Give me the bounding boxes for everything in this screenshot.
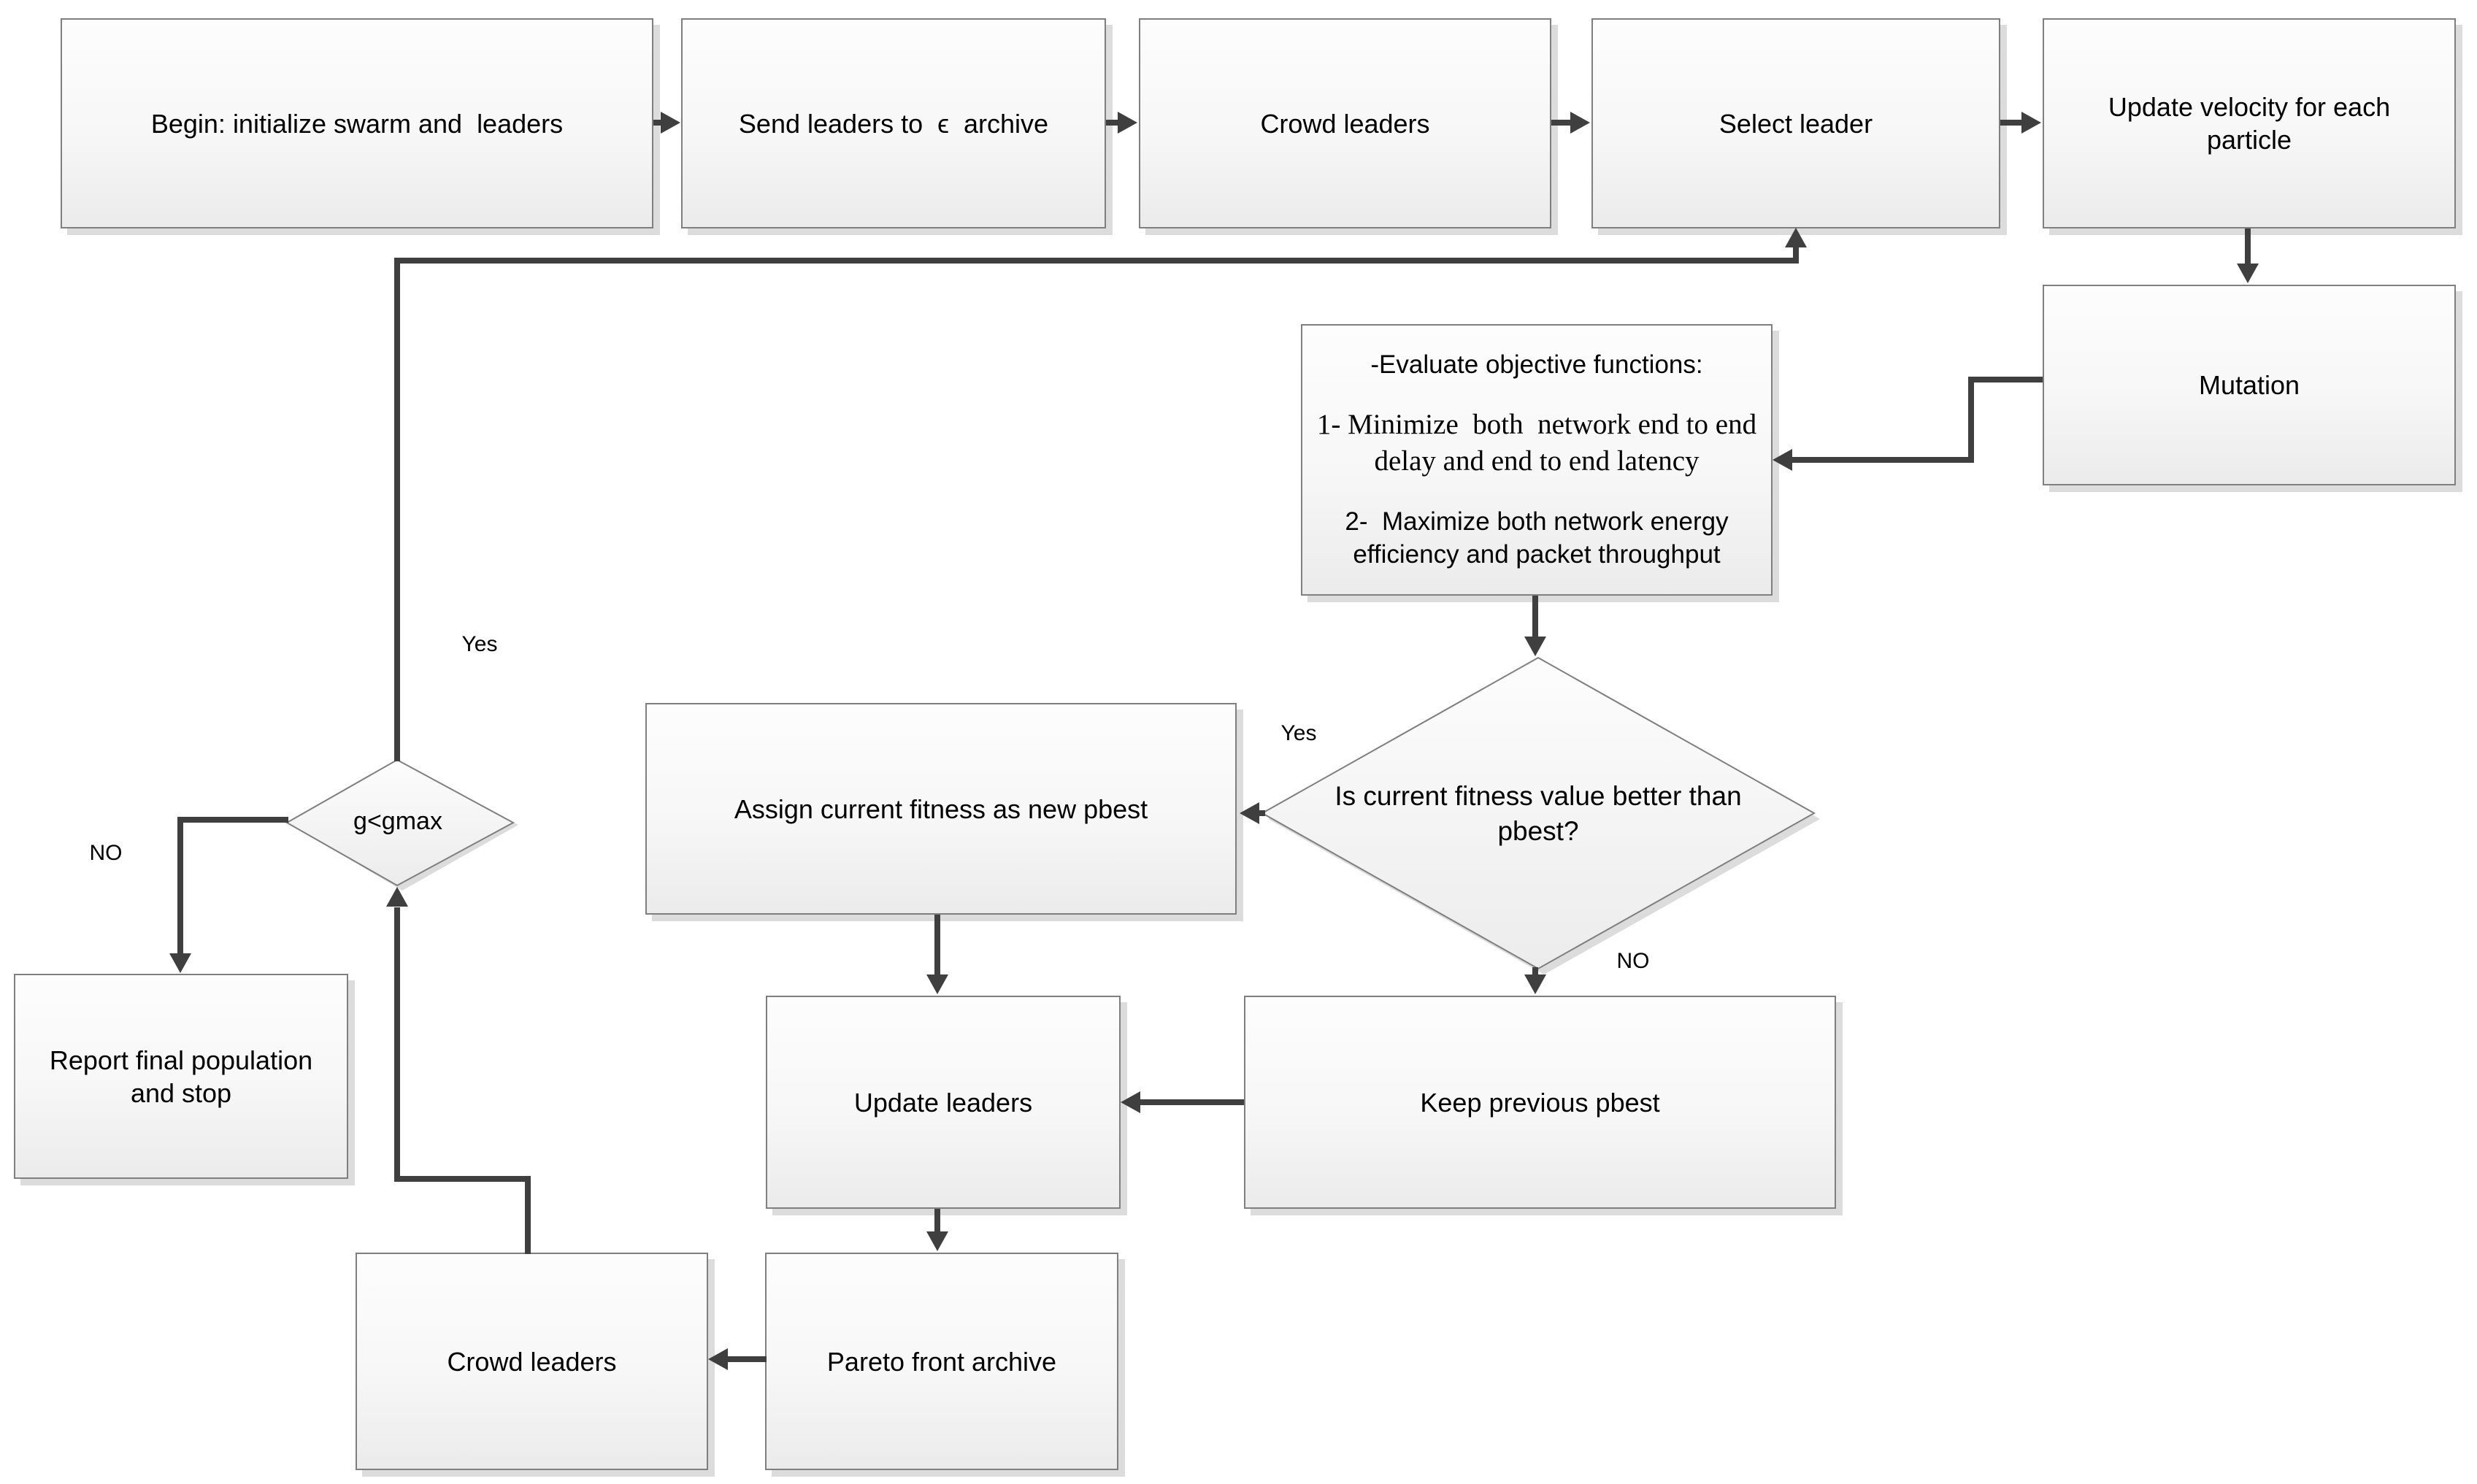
node-assign-pbest: Assign current fitness as new pbest (645, 703, 1237, 915)
edge-generation-report-seg2 (177, 817, 183, 957)
node-update-velocity-label: Update velocity for each particle (2108, 92, 2398, 155)
edge-updateleaders-pareto-shaft (934, 1209, 940, 1235)
edge-crowd-select-shaft (1551, 120, 1576, 126)
node-pareto-archive-label: Pareto front archive (826, 1346, 1057, 1377)
edge-crowd-generation-seg1 (525, 1176, 531, 1254)
edge-begin-send-arrowhead (661, 112, 680, 134)
label-fitness-no: NO (1616, 949, 1650, 973)
node-update-velocity: Update velocity for each particle (2043, 18, 2456, 228)
node-send-leaders: Send leaders to ϵ archive (681, 18, 1106, 228)
edge-generation-select-seg2 (394, 258, 1799, 264)
fitness-diamond (1260, 656, 1816, 970)
node-send-leaders-label: Send leaders to ϵ archive (738, 108, 1049, 139)
node-report-stop-label: Report final population and stop (49, 1045, 320, 1108)
edge-evaluate-fitness-shaft (1532, 596, 1538, 639)
node-update-leaders: Update leaders (766, 996, 1121, 1209)
node-fitness-decision-shape (1260, 656, 1820, 974)
edge-evaluate-fitness-arrowhead (1524, 637, 1546, 656)
edge-fitness-keep-arrowhead (1524, 974, 1546, 994)
node-pareto-archive: Pareto front archive (765, 1253, 1118, 1470)
node-mutation-label: Mutation (2198, 370, 2300, 400)
edge-fitness-assign-arrowhead (1240, 802, 1259, 824)
node-begin: Begin: initialize swarm and leaders (61, 18, 653, 228)
node-select-leader-label: Select leader (1718, 108, 1873, 139)
edge-mutation-evaluate-seg2 (1968, 377, 1974, 463)
label-fitness-yes: Yes (1280, 721, 1317, 745)
node-evaluate-line3: 2- Maximize both network energy efficien… (1345, 507, 1736, 569)
edge-keep-updateleaders-arrowhead (1121, 1091, 1140, 1113)
edge-generation-select-seg3 (1793, 247, 1799, 264)
node-mutation: Mutation (2043, 285, 2456, 485)
edge-crowd-select-arrowhead (1570, 112, 1590, 134)
edge-mutation-evaluate-seg1 (1968, 377, 2043, 382)
label-generation-yes: Yes (461, 632, 498, 656)
edge-updateleaders-pareto-arrowhead (926, 1231, 948, 1251)
edge-crowd-generation-arrowhead (386, 887, 408, 907)
node-begin-label: Begin: initialize swarm and leaders (150, 108, 564, 139)
edge-keep-updateleaders-shaft (1137, 1099, 1244, 1105)
edge-fitness-keep-shaft (1532, 967, 1538, 979)
edge-crowd-generation-seg2 (394, 1176, 531, 1182)
edge-send-crowd-arrowhead (1118, 112, 1137, 134)
edge-assign-updateleaders-shaft (934, 915, 940, 977)
label-generation-no: NO (89, 841, 123, 865)
edge-velocity-mutation-shaft (2245, 228, 2251, 266)
edge-velocity-mutation-arrowhead (2237, 264, 2259, 283)
node-evaluate: -Evaluate objective functions: 1- Minimi… (1301, 324, 1773, 596)
edge-pareto-crowd-shaft (725, 1356, 767, 1362)
edge-select-velocity-arrowhead (2021, 112, 2041, 134)
node-crowd-leaders-bottom-label: Crowd leaders (447, 1346, 617, 1377)
edge-generation-report-seg1 (177, 817, 288, 823)
node-keep-pbest: Keep previous pbest (1244, 996, 1836, 1209)
node-select-leader: Select leader (1591, 18, 2000, 228)
node-update-leaders-label: Update leaders (853, 1087, 1033, 1118)
edge-mutation-evaluate-arrowhead (1773, 449, 1792, 471)
node-fitness-decision-label: Is current fitness value better than pbe… (1334, 780, 1742, 846)
edge-select-velocity-shaft (2000, 120, 2026, 126)
edge-mutation-evaluate-seg3 (1790, 457, 1974, 463)
edge-assign-updateleaders-arrowhead (926, 974, 948, 994)
generation-diamond (285, 758, 515, 887)
edge-send-crowd-shaft (1106, 120, 1124, 126)
edge-crowd-generation-seg3 (394, 907, 400, 1182)
edge-begin-send-shaft (653, 120, 664, 126)
node-crowd-leaders-bottom: Crowd leaders (356, 1253, 708, 1470)
node-generation-decision-label: g<gmax (353, 807, 442, 835)
node-generation-decision-shape (285, 758, 518, 891)
node-assign-pbest-label: Assign current fitness as new pbest (734, 793, 1148, 824)
edge-fitness-assign-shaft (1256, 810, 1265, 816)
node-evaluate-line1: -Evaluate objective functions: (1370, 350, 1703, 380)
node-report-stop: Report final population and stop (14, 974, 348, 1179)
node-evaluate-line2: 1- Minimize both network end to end dela… (1316, 408, 1764, 477)
edge-generation-report-arrowhead (169, 953, 191, 973)
node-crowd-leaders-top-label: Crowd leaders (1260, 108, 1430, 139)
edge-generation-select-seg1 (394, 258, 400, 761)
edge-pareto-crowd-arrowhead (708, 1348, 728, 1370)
node-crowd-leaders-top: Crowd leaders (1139, 18, 1551, 228)
node-keep-pbest-label: Keep previous pbest (1420, 1087, 1660, 1118)
edge-generation-select-arrowhead (1785, 228, 1807, 247)
